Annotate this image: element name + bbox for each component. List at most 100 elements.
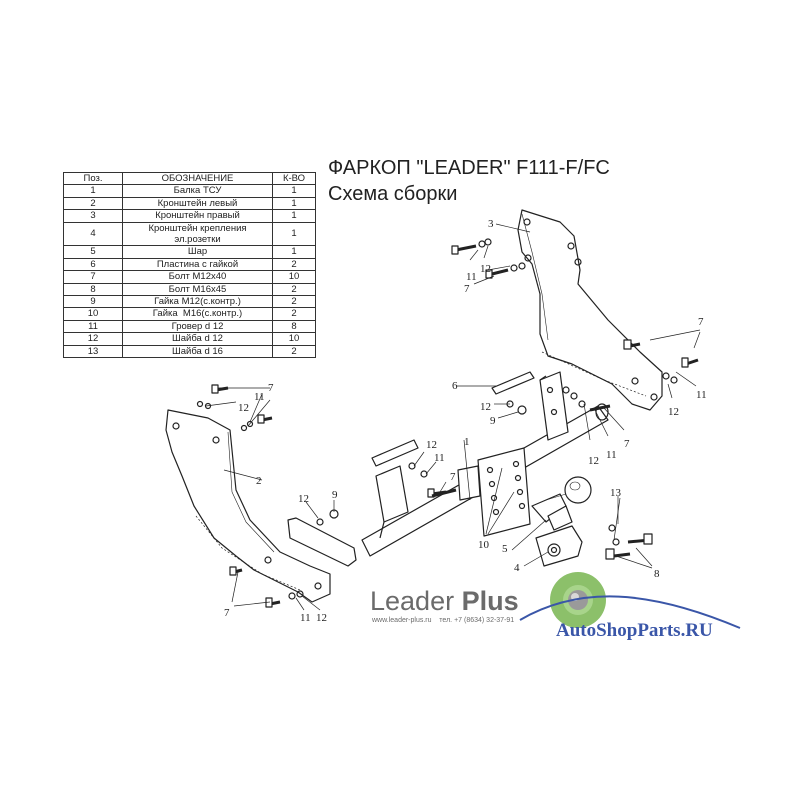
callout-12-left: 12 [238, 402, 249, 414]
callout-6: 6 [452, 380, 458, 392]
row-position: 9 [63, 295, 123, 309]
right-bracket [517, 209, 663, 411]
row-position: 4 [63, 221, 123, 247]
parts-table-header: Поз. ОБОЗНАЧЕНИЕ К-ВО [63, 171, 316, 186]
callout-12-plate: 12 [480, 401, 491, 413]
row-designation: Болт М16х45 [122, 282, 273, 297]
callout-10: 10 [478, 539, 490, 551]
row-designation: Шайба d 16 [122, 344, 273, 359]
brand-contact: www.leader-plus.ru тел. +7 (8634) 32-37-… [372, 617, 515, 624]
drawing-subtitle: Схема сборки [328, 183, 458, 205]
brand-name: Leader Plus [370, 586, 519, 617]
leader-lines [205, 223, 701, 611]
header-quantity: К-ВО [272, 171, 316, 186]
row-quantity: 2 [272, 295, 316, 309]
callout-11-right: 11 [696, 389, 707, 401]
row-position: 2 [63, 196, 123, 211]
row-position: 11 [63, 319, 123, 334]
callout-7-mid: 7 [450, 471, 456, 483]
callout-11-left: 11 [254, 391, 265, 403]
row-quantity: 1 [272, 245, 316, 259]
row-quantity: 2 [272, 282, 316, 297]
row-quantity: 1 [272, 209, 316, 223]
row-quantity: 8 [272, 319, 316, 334]
callout-12-lower: 12 [298, 493, 309, 505]
row-position: 10 [63, 307, 123, 321]
row-quantity: 2 [272, 257, 316, 272]
row-position: 1 [63, 184, 123, 198]
callout-7-bottom: 7 [224, 607, 230, 619]
callout-11-bottom: 11 [300, 612, 311, 624]
row-position: 8 [63, 282, 123, 297]
callout-9-left: 9 [332, 489, 338, 501]
row-position: 5 [63, 245, 123, 259]
row-quantity: 2 [272, 344, 316, 359]
row-designation: Пластина с гайкой [122, 257, 273, 272]
callout-labels: 1 2 3 4 5 6 7 7 7 7 7 7 8 9 9 10 11 11 1… [224, 218, 707, 624]
callout-12-beam: 12 [588, 455, 599, 467]
row-quantity: 2 [272, 307, 316, 321]
tow-flange [457, 447, 531, 537]
header-position: Поз. [63, 171, 123, 186]
shop-watermark: AutoShopParts.RU [556, 620, 713, 641]
callout-11-top: 11 [466, 271, 477, 283]
nut-plates [371, 371, 535, 467]
callout-7-top: 7 [464, 283, 470, 295]
row-quantity: 1 [272, 184, 316, 198]
left-bracket [165, 409, 331, 603]
row-position: 13 [63, 344, 123, 359]
row-designation: Шайба d 12 [122, 332, 273, 346]
brand-name-light: Leader [370, 586, 462, 616]
row-designation: Гайка М12(с.контр.) [122, 295, 273, 309]
tow-ball [531, 476, 592, 531]
callout-12-bottom: 12 [316, 612, 327, 624]
row-position: 3 [63, 209, 123, 223]
row-quantity: 1 [272, 196, 316, 211]
callout-11-beam: 11 [606, 449, 617, 461]
brand-name-bold: Plus [461, 586, 519, 616]
callout-7-right: 7 [698, 316, 704, 328]
row-designation: Гайка М16(с.контр.) [122, 307, 273, 321]
drawing-title: ФАРКОП "LEADER" F111-F/FC [328, 157, 610, 179]
row-designation: Шар [122, 245, 273, 259]
socket-bracket [535, 525, 583, 567]
row-designation: Кронштейн крепления эл.розетки [122, 221, 273, 247]
callout-11-mid: 11 [434, 452, 445, 464]
row-position: 6 [63, 257, 123, 272]
callout-7-left: 7 [268, 382, 274, 394]
callout-9-top: 9 [490, 415, 496, 427]
leader-plus-logo [519, 572, 741, 629]
row-designation: Болт М12х40 [122, 270, 273, 284]
callout-12-mid: 12 [426, 439, 437, 451]
callout-1: 1 [464, 436, 470, 448]
fasteners [196, 238, 699, 608]
callout-12-top: 12 [480, 263, 491, 275]
row-quantity: 10 [272, 332, 316, 346]
row-designation: Балка ТСУ [122, 184, 273, 198]
row-quantity: 10 [272, 270, 316, 284]
callout-5: 5 [502, 543, 508, 555]
callout-2: 2 [256, 475, 262, 487]
callout-13: 13 [610, 487, 622, 499]
row-position: 12 [63, 332, 123, 346]
row-designation: Гровер d 12 [122, 319, 273, 334]
row-designation: Кронштейн правый [122, 209, 273, 223]
header-designation: ОБОЗНАЧЕНИЕ [122, 171, 273, 186]
callout-8: 8 [654, 568, 660, 580]
callout-3: 3 [488, 218, 494, 230]
row-designation: Кронштейн левый [122, 196, 273, 211]
